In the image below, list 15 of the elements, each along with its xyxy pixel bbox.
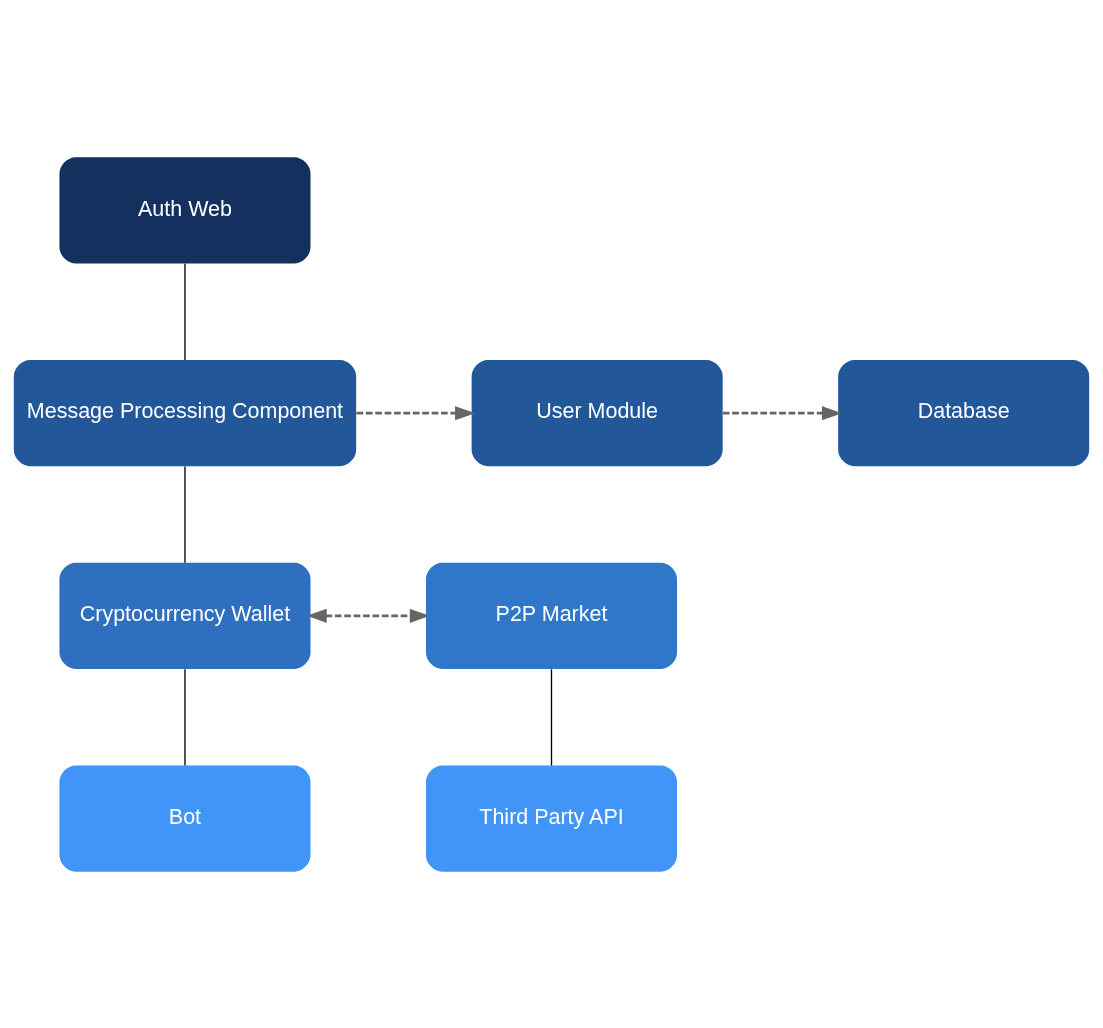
connector [550,668,553,766]
node-box: Database [838,359,1090,466]
node-box: Auth Web [59,156,311,263]
node-box: Third Party API [425,765,678,872]
arrow [722,405,843,420]
arrow [356,405,476,420]
connector [184,465,186,563]
arrow [306,608,430,623]
node-box: Cryptocurrency Wallet [59,562,311,669]
connector [184,668,186,766]
node-box: Bot [59,765,311,872]
node-box: Message Processing Component [13,359,357,466]
connector [184,262,186,361]
node-box: User Module [471,359,723,466]
node-box: P2P Market [425,562,678,669]
